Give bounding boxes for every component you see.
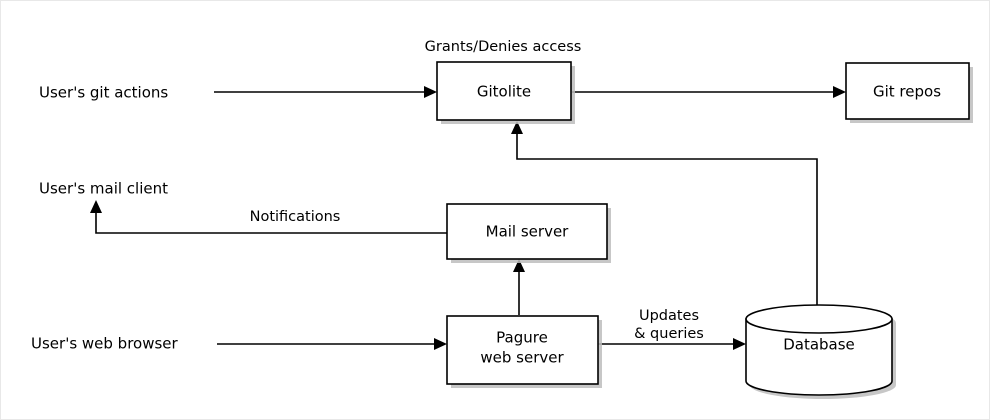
node-mail-server[interactable]: Mail server [446, 203, 611, 263]
node-database-label: Database [783, 336, 855, 354]
cylinder-top-ellipse [745, 304, 893, 334]
node-mail-server-label: Mail server [486, 223, 570, 241]
edge-web-browser-to-pagure [217, 338, 447, 350]
arrowhead-icon [511, 121, 523, 134]
edge-line [516, 131, 818, 313]
node-git-repos-label: Git repos [873, 83, 941, 101]
edge-pagure-to-mail-server [513, 259, 525, 315]
node-pagure-label-line1: Pagure [496, 329, 548, 347]
edge-label-updates-line2: & queries [634, 326, 704, 342]
edge-label-updates-line1: Updates [639, 308, 699, 324]
actor-web-browser-label: User's web browser [31, 335, 179, 353]
edge-line [95, 211, 447, 234]
arrowhead-icon [733, 338, 746, 350]
node-pagure-web-server[interactable]: Pagure web server [446, 315, 602, 388]
arrowhead-icon [513, 259, 525, 272]
actor-mail-client-label: User's mail client [39, 180, 168, 198]
node-gitolite-label: Gitolite [477, 83, 531, 101]
node-rect [436, 61, 572, 121]
cylinder-body [745, 318, 893, 396]
node-database[interactable]: Database [745, 304, 896, 399]
arrowhead-icon [424, 86, 437, 98]
node-rect [446, 203, 608, 260]
edge-mail-server-to-mail-client [90, 200, 447, 234]
edge-git-actions-to-gitolite [214, 86, 437, 98]
actor-git-actions-label: User's git actions [39, 84, 168, 102]
edge-label-grants-denies-access: Grants/Denies access [425, 39, 582, 55]
node-rect [845, 62, 970, 120]
edge-label-notifications: Notifications [250, 209, 341, 225]
node-pagure-label-line2: web server [480, 349, 564, 367]
node-gitolite[interactable]: Gitolite [436, 61, 575, 124]
node-git-repos[interactable]: Git repos [845, 62, 973, 123]
node-rect [446, 315, 599, 385]
edge-pagure-to-database [598, 338, 746, 350]
arrowhead-icon [434, 338, 447, 350]
edge-database-to-gitolite [511, 121, 818, 313]
arrowhead-icon [833, 86, 846, 98]
arrowhead-icon [90, 200, 102, 213]
edge-gitolite-to-git-repos [572, 86, 846, 98]
